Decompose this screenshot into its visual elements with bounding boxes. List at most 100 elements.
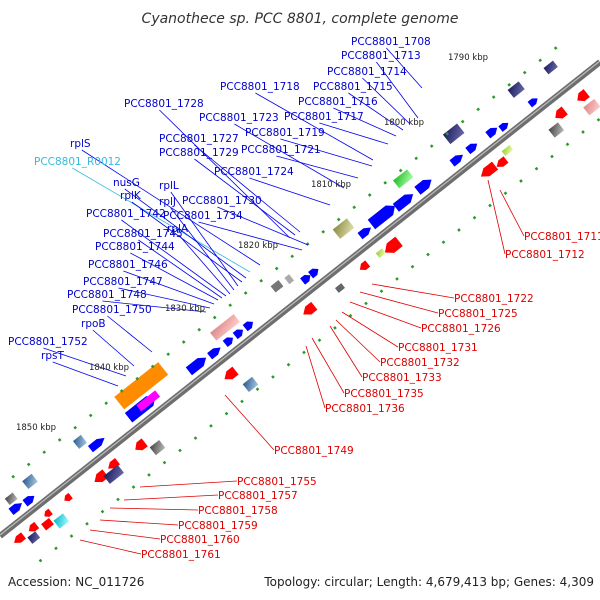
ladder-dot	[42, 450, 47, 455]
leader-line	[305, 345, 326, 409]
forward-gene-label-PCC8801_1717: PCC8801_1717	[284, 111, 364, 123]
forward-gene-arrow	[527, 98, 538, 108]
scale-tick-label: 1790 kbp	[448, 53, 488, 63]
forward-gene-label-PCC8801_1747: PCC8801_1747	[83, 276, 163, 288]
reverse-gene-arrow	[577, 89, 590, 102]
scale-tick-label: 1820 kbp	[238, 241, 278, 251]
leader-line	[386, 47, 423, 89]
leader-line	[109, 507, 199, 511]
ladder-dot	[538, 58, 543, 63]
gene-box-navy	[103, 464, 124, 484]
reverse-gene-label-PCC8801_1749: PCC8801_1749	[274, 445, 354, 457]
reverse-gene-arrow	[14, 532, 26, 543]
forward-gene-label-PCC8801_1723: PCC8801_1723	[199, 112, 279, 124]
ladder-dot	[240, 399, 244, 404]
ladder-dot	[209, 424, 213, 428]
reverse-gene-arrow	[384, 236, 403, 253]
leader-line	[198, 221, 303, 251]
ladder-dot	[243, 291, 248, 295]
ladder-dot	[472, 215, 477, 220]
ladder-dot	[38, 558, 43, 563]
leader-line	[217, 206, 309, 246]
scale-tick-label: 1830 kbp	[165, 304, 205, 314]
reverse-gene-label-PCC8801_1722: PCC8801_1722	[454, 293, 534, 305]
reverse-gene-label-PCC8801_1759: PCC8801_1759	[178, 520, 258, 532]
ladder-dot	[383, 180, 388, 185]
gene-box-lime	[501, 145, 514, 156]
forward-gene-label-PCC8801_1727: PCC8801_1727	[159, 133, 239, 145]
forward-gene-label-PCC8801_1718: PCC8801_1718	[220, 81, 300, 93]
leader-line	[487, 179, 506, 255]
ladder-dot	[410, 264, 415, 269]
leader-line	[280, 138, 373, 167]
trna-gene-box	[136, 390, 161, 412]
gene-box-grey	[284, 274, 295, 285]
ladder-dot	[364, 301, 368, 306]
ladder-dot	[162, 460, 167, 465]
forward-gene-arrow	[485, 127, 498, 139]
forward-gene-arrow	[22, 495, 35, 507]
ladder-dot	[491, 95, 496, 99]
forward-gene-label-PCC8801_1745: PCC8801_1745	[103, 228, 183, 240]
forward-gene-label-rpoB: rpoB	[81, 318, 106, 330]
reverse-gene-arrow	[496, 156, 509, 167]
gene-box-grey	[548, 122, 565, 138]
forward-gene-label-PCC8801_1746: PCC8801_1746	[88, 259, 168, 271]
ladder-dot	[116, 497, 120, 502]
gene-box-pink	[210, 314, 240, 341]
ladder-dot	[426, 252, 430, 257]
leader-line	[349, 301, 422, 329]
ladder-dot	[460, 119, 465, 124]
leader-line	[43, 347, 127, 377]
forward-gene-label-PCC8801_1729: PCC8801_1729	[159, 147, 239, 159]
gene-box-steel	[72, 434, 88, 449]
ladder-dot	[150, 364, 155, 369]
leader-line	[348, 92, 404, 131]
ladder-dot	[488, 203, 492, 208]
forward-gene-label-PCC8801_1734: PCC8801_1734	[163, 210, 243, 222]
leader-line	[224, 394, 275, 451]
leader-line	[335, 319, 381, 363]
leader-line	[102, 300, 207, 313]
ladder-dot	[104, 401, 109, 406]
forward-gene-label-nusG: nusG	[113, 177, 140, 189]
label-leader-lines	[43, 47, 525, 555]
reverse-gene-label-PCC8801_1732: PCC8801_1732	[380, 357, 460, 369]
leader-line	[499, 189, 525, 237]
forward-gene-arrow	[449, 154, 463, 167]
ladder-dot	[228, 303, 233, 308]
gene-box-grey	[270, 280, 284, 293]
ladder-dot	[224, 411, 229, 416]
leader-line	[89, 529, 161, 540]
ladder-dot	[135, 376, 140, 381]
gene-box-grey	[149, 439, 166, 456]
leader-line	[249, 177, 331, 206]
leader-line	[124, 188, 247, 279]
ladder-dot	[85, 521, 89, 526]
ladder-dot	[131, 485, 136, 489]
ladder-dot	[119, 389, 124, 393]
gene-labels: PCC8801_1708PCC8801_1713PCC8801_1714PCC8…	[8, 36, 600, 561]
forward-gene-label-PCC8801_1752: PCC8801_1752	[8, 336, 88, 348]
backbone-line	[0, 59, 600, 539]
gene-box-steel	[242, 376, 259, 393]
leader-line	[52, 361, 119, 387]
ladder-dot	[54, 546, 58, 551]
reverse-gene-label-PCC8801_1761: PCC8801_1761	[141, 549, 221, 561]
ladder-dot	[565, 142, 570, 147]
forward-gene-arrow	[87, 437, 105, 453]
forward-gene-arrow	[8, 503, 22, 515]
leader-line	[139, 480, 238, 488]
ladder-dot	[302, 350, 306, 355]
ladder-dot	[414, 156, 419, 161]
reverse-gene-label-PCC8801_1736: PCC8801_1736	[325, 403, 405, 415]
reverse-gene-arrow	[359, 260, 371, 271]
forward-gene-arrow	[392, 194, 414, 212]
ladder-dot	[522, 70, 527, 75]
reverse-gene-arrow	[64, 492, 73, 502]
leader-line	[81, 149, 261, 266]
ladder-dot	[553, 46, 558, 50]
scale-tick-label: 1840 kbp	[89, 363, 129, 373]
